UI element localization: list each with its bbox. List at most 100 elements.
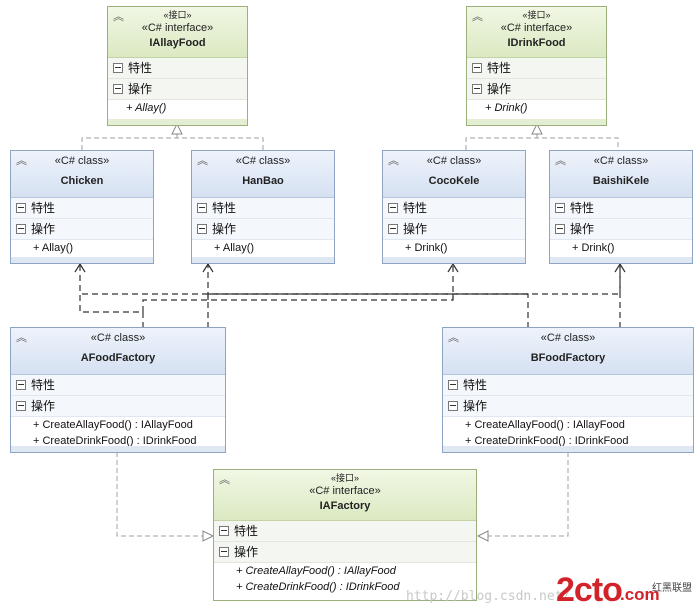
type-label: «C# class» xyxy=(426,155,482,167)
attributes-section[interactable]: 特性 xyxy=(108,58,247,79)
operations-section[interactable]: 操作 xyxy=(108,79,247,100)
method-drink[interactable]: + Drink() xyxy=(405,242,448,254)
operations-section[interactable]: 操作 xyxy=(11,396,225,417)
baishikele-class-box[interactable]: ︽ «C# class» BaishiKele 特性 操作 + Drink() xyxy=(549,150,693,264)
section-label: 操作 xyxy=(31,399,56,413)
method-allay[interactable]: + Allay() xyxy=(214,242,255,254)
collapse-toggle-icon[interactable] xyxy=(219,547,229,557)
attributes-section[interactable]: 特性 xyxy=(11,198,153,219)
hanbao-class-box[interactable]: ︽ «C# class» HanBao 特性 操作 + Allay() xyxy=(191,150,335,264)
section-label: 操作 xyxy=(570,222,595,236)
collapse-toggle-icon[interactable] xyxy=(113,63,123,73)
collapse-toggle-icon[interactable] xyxy=(16,224,26,234)
box-footer xyxy=(108,119,247,125)
method-create-drink-food[interactable]: + CreateDrinkFood() : IDrinkFood xyxy=(236,581,400,593)
collapse-icon[interactable]: ︽ xyxy=(448,332,459,344)
attributes-section[interactable]: 特性 xyxy=(443,375,693,396)
box-footer xyxy=(11,446,225,452)
operations-section[interactable]: 操作 xyxy=(192,219,334,240)
realization-line-iallayfood xyxy=(81,137,264,150)
attributes-section[interactable]: 特性 xyxy=(550,198,692,219)
method-create-allay-food[interactable]: + CreateAllayFood() : IAllayFood xyxy=(465,419,625,431)
collapse-icon[interactable]: ︽ xyxy=(16,155,27,167)
watermark-brand-logo: 2cto xyxy=(556,571,623,609)
section-label: 特性 xyxy=(403,201,428,215)
collapse-toggle-icon[interactable] xyxy=(388,224,398,234)
collapse-toggle-icon[interactable] xyxy=(219,526,229,536)
type-label: «C# class» xyxy=(90,332,146,344)
section-label: 特性 xyxy=(570,201,595,215)
inherit-arrow-iallayfood xyxy=(171,122,183,135)
collapse-toggle-icon[interactable] xyxy=(472,63,482,73)
baishikele-name: BaishiKele xyxy=(592,175,650,187)
realization-line-afactory-right xyxy=(478,452,569,537)
method-create-drink-food[interactable]: + CreateDrinkFood() : IDrinkFood xyxy=(465,435,629,447)
collapse-toggle-icon[interactable] xyxy=(448,401,458,411)
method-create-allay-food[interactable]: + CreateAllayFood() : IAllayFood xyxy=(33,419,193,431)
collapse-toggle-icon[interactable] xyxy=(448,380,458,390)
collapse-toggle-icon[interactable] xyxy=(16,203,26,213)
collapse-icon[interactable]: ︽ xyxy=(388,155,399,167)
method-drink[interactable]: + Drink() xyxy=(572,242,615,254)
collapse-toggle-icon[interactable] xyxy=(197,203,207,213)
method-drink[interactable]: + Drink() xyxy=(485,102,528,114)
watermark: http://blog.csdn.net/ 2cto .com 红黑联盟 xyxy=(406,571,696,609)
attributes-section[interactable]: 特性 xyxy=(467,58,606,79)
chicken-class-box[interactable]: ︽ «C# class» Chicken 特性 操作 + Allay() xyxy=(10,150,154,264)
operations-section[interactable]: 操作 xyxy=(550,219,692,240)
collapse-icon[interactable]: ︽ xyxy=(472,11,483,23)
section-label: 操作 xyxy=(487,82,512,96)
section-label: 特性 xyxy=(212,201,237,215)
watermark-url: http://blog.csdn.net/ xyxy=(406,589,571,604)
attributes-section[interactable]: 特性 xyxy=(11,375,225,396)
method-allay[interactable]: + Allay() xyxy=(126,102,167,114)
collapse-toggle-icon[interactable] xyxy=(16,380,26,390)
collapse-icon[interactable]: ︽ xyxy=(16,332,27,344)
section-label: 特性 xyxy=(31,378,56,392)
type-label: «C# class» xyxy=(540,332,596,344)
collapse-icon[interactable]: ︽ xyxy=(113,11,124,23)
inherit-arrow-iafactory-right xyxy=(476,530,489,542)
collapse-toggle-icon[interactable] xyxy=(555,224,565,234)
collapse-toggle-icon[interactable] xyxy=(16,401,26,411)
iafactory-interface-box[interactable]: ︽ «接口» «C# interface» IAFactory 特性 操作 + … xyxy=(213,469,477,601)
cocokele-header: ︽ «C# class» CocoKele xyxy=(383,151,525,198)
collapse-icon[interactable]: ︽ xyxy=(555,155,566,167)
attributes-section[interactable]: 特性 xyxy=(383,198,525,219)
stereotype-label: «接口» xyxy=(330,473,359,483)
method-create-drink-food[interactable]: + CreateDrinkFood() : IDrinkFood xyxy=(33,435,197,447)
method-allay[interactable]: + Allay() xyxy=(33,242,74,254)
hanbao-header: ︽ «C# class» HanBao xyxy=(192,151,334,198)
collapse-toggle-icon[interactable] xyxy=(472,84,482,94)
baishikele-header: ︽ «C# class» BaishiKele xyxy=(550,151,692,198)
bfoodfactory-class-box[interactable]: ︽ «C# class» BFoodFactory 特性 操作 + Create… xyxy=(442,327,694,453)
collapse-icon[interactable]: ︽ xyxy=(219,474,230,486)
operations-section[interactable]: 操作 xyxy=(214,542,476,563)
section-label: 特性 xyxy=(31,201,56,215)
idrinkfood-header: ︽ «接口» «C# interface» IDrinkFood xyxy=(467,7,606,58)
operations-section[interactable]: 操作 xyxy=(383,219,525,240)
collapse-icon[interactable]: ︽ xyxy=(197,155,208,167)
collapse-toggle-icon[interactable] xyxy=(388,203,398,213)
box-footer xyxy=(192,257,334,263)
box-footer xyxy=(443,446,693,452)
collapse-toggle-icon[interactable] xyxy=(113,84,123,94)
bfoodfactory-header: ︽ «C# class» BFoodFactory xyxy=(443,328,693,375)
idrinkfood-interface-box[interactable]: ︽ «接口» «C# interface» IDrinkFood 特性 操作 +… xyxy=(466,6,607,126)
iallayfood-header: ︽ «接口» «C# interface» IAllayFood xyxy=(108,7,247,58)
attributes-section[interactable]: 特性 xyxy=(214,521,476,542)
operations-section[interactable]: 操作 xyxy=(467,79,606,100)
cocokele-class-box[interactable]: ︽ «C# class» CocoKele 特性 操作 + Drink() xyxy=(382,150,526,264)
method-create-allay-food[interactable]: + CreateAllayFood() : IAllayFood xyxy=(236,565,396,577)
watermark-cn-brand: 红黑联盟 xyxy=(652,583,692,594)
operations-section[interactable]: 操作 xyxy=(443,396,693,417)
afoodfactory-class-box[interactable]: ︽ «C# class» AFoodFactory 特性 操作 + Create… xyxy=(10,327,226,453)
section-label: 操作 xyxy=(234,545,259,559)
operations-section[interactable]: 操作 xyxy=(11,219,153,240)
attributes-section[interactable]: 特性 xyxy=(192,198,334,219)
section-label: 操作 xyxy=(128,82,153,96)
iallayfood-interface-box[interactable]: ︽ «接口» «C# interface» IAllayFood 特性 操作 +… xyxy=(107,6,248,126)
collapse-toggle-icon[interactable] xyxy=(555,203,565,213)
collapse-toggle-icon[interactable] xyxy=(197,224,207,234)
